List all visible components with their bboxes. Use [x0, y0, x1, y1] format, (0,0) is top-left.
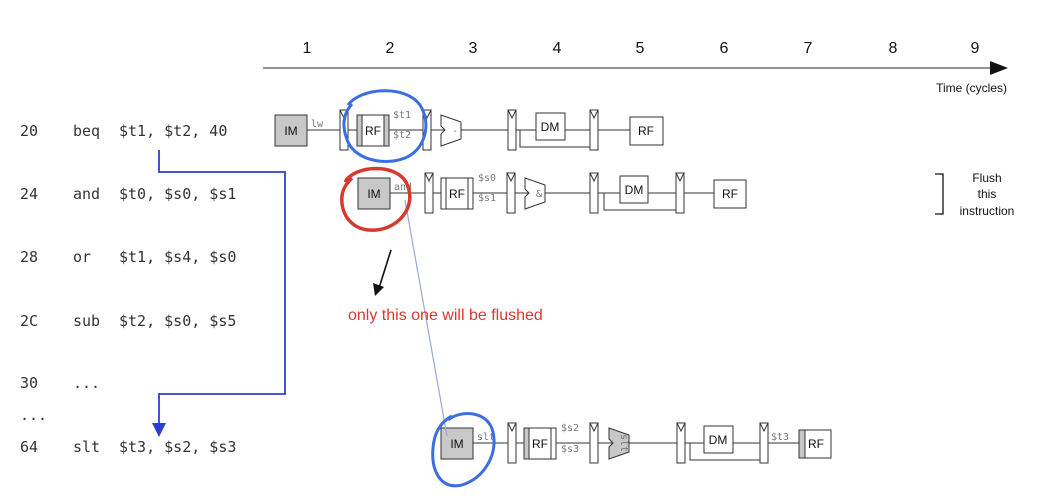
instruction-memory-block: IM — [357, 177, 391, 210]
op-tag: slt — [477, 432, 495, 443]
svg-text:IM: IM — [367, 187, 380, 201]
alu-block: - — [440, 114, 462, 147]
pipeline-register — [589, 109, 599, 151]
pipeline-register — [675, 172, 685, 214]
cycle-label: 2 — [386, 40, 395, 57]
register-name: $s1 — [478, 193, 496, 204]
svg-text:RF: RF — [638, 124, 654, 138]
time-axis: Time (cycles) — [263, 61, 1008, 95]
annotation-circle-red — [340, 166, 412, 232]
register-name: $t1 — [393, 110, 411, 121]
arrowhead-icon — [152, 423, 166, 437]
register-file-block: RF — [356, 114, 390, 147]
data-memory-block: DM — [535, 112, 566, 141]
svg-text:IM: IM — [450, 437, 463, 451]
data-memory-block: DM — [703, 425, 734, 454]
pipeline-row-slt: IM slt RF $s2 $s3 slt DM — [440, 422, 832, 464]
cycle-label: 1 — [303, 40, 312, 57]
register-name: $s0 — [478, 173, 496, 184]
instruction-op: sub — [73, 312, 100, 330]
pipeline-row-and: IM and RF $s0 $s1 & DM — [357, 172, 747, 214]
op-tag: lw — [311, 119, 324, 130]
annotation-line — [404, 199, 448, 437]
pipeline-register — [507, 422, 517, 464]
flush-note-line: instruction — [960, 204, 1015, 218]
instruction-address: ... — [20, 406, 47, 424]
register-name: $s3 — [561, 444, 579, 455]
register-name: $s2 — [561, 423, 579, 434]
instruction-address: 20 — [20, 122, 38, 140]
instruction-address: 64 — [20, 438, 38, 456]
instruction-op: slt — [73, 438, 100, 456]
annotation-text: only this one will be flushed — [348, 307, 543, 324]
svg-text:&: & — [536, 189, 542, 200]
instruction-args: $t3, $s2, $s3 — [119, 438, 236, 456]
annotation-arrow-icon — [373, 249, 392, 296]
instruction-address: 24 — [20, 185, 38, 203]
svg-text:DM: DM — [541, 120, 560, 134]
instruction-address: 30 — [20, 374, 38, 392]
svg-text:RF: RF — [365, 124, 381, 138]
cycle-label: 6 — [720, 40, 729, 57]
register-file-block: RF — [523, 427, 557, 460]
cycle-label: 4 — [553, 40, 562, 57]
op-tag: and — [394, 182, 412, 193]
axis-arrow-icon — [990, 61, 1008, 75]
instruction-address: 28 — [20, 248, 38, 266]
register-name: $t2 — [393, 130, 411, 141]
svg-text:RF: RF — [808, 437, 824, 451]
pipeline-register — [676, 422, 686, 464]
svg-text:RF: RF — [722, 187, 738, 201]
register-file-block: RF — [713, 179, 747, 209]
bracket-icon — [935, 173, 944, 215]
cycle-numbers: 1 2 3 4 5 6 7 8 9 — [303, 40, 980, 57]
cycle-label: 9 — [971, 40, 980, 57]
cycle-label: 3 — [469, 40, 478, 57]
instruction-args: $t2, $s0, $s5 — [119, 312, 236, 330]
axis-label: Time (cycles) — [936, 81, 1007, 95]
svg-text:DM: DM — [625, 183, 644, 197]
svg-text:IM: IM — [284, 124, 297, 138]
instruction-args: $t1, $s4, $s0 — [119, 248, 236, 266]
register-file-block: RF — [440, 177, 474, 210]
instruction-op: beq — [73, 122, 100, 140]
instruction-address: 2C — [20, 312, 38, 330]
instruction-op: or — [73, 248, 91, 266]
cycle-label: 7 — [804, 40, 813, 57]
data-memory-block: DM — [619, 175, 649, 204]
pipeline-register — [759, 422, 769, 464]
svg-text:RF: RF — [449, 187, 465, 201]
register-name: $t3 — [771, 432, 789, 443]
pipeline-register — [589, 172, 599, 214]
alu-block: slt — [608, 427, 630, 460]
instruction-listing: 20 beq $t1, $t2, 40 24 and $t0, $s0, $s1… — [20, 122, 236, 456]
svg-text:DM: DM — [709, 433, 728, 447]
flush-note-line: Flush — [972, 171, 1001, 185]
register-file-block: RF — [798, 429, 832, 459]
instruction-args: $t0, $s0, $s1 — [119, 185, 236, 203]
svg-text:RF: RF — [532, 437, 548, 451]
cycle-label: 5 — [636, 40, 645, 57]
instruction-memory-block: IM — [274, 114, 308, 147]
annotation-circle-blue — [342, 89, 428, 163]
pipeline-register — [506, 172, 516, 214]
annotation-layer: only this one will be flushed — [340, 89, 543, 488]
flush-note-line: this — [978, 187, 997, 201]
pipeline-register — [424, 172, 434, 214]
pipeline-register — [507, 109, 517, 151]
instruction-op: ... — [73, 374, 100, 392]
pipeline-row-beq: IM lw RF $t1 $t2 - DM — [274, 109, 664, 151]
instruction-args: $t1, $t2, 40 — [119, 122, 227, 140]
pipeline-register — [589, 422, 599, 464]
cycle-label: 8 — [889, 40, 898, 57]
branch-target-arrow — [152, 150, 286, 437]
flush-note: Flush this instruction — [935, 171, 1014, 218]
instruction-op: and — [73, 185, 100, 203]
svg-text:slt: slt — [618, 434, 629, 452]
alu-block: & — [524, 177, 546, 210]
annotation-circle-blue — [431, 412, 496, 488]
register-file-block: RF — [629, 116, 664, 146]
svg-text:-: - — [452, 126, 458, 137]
